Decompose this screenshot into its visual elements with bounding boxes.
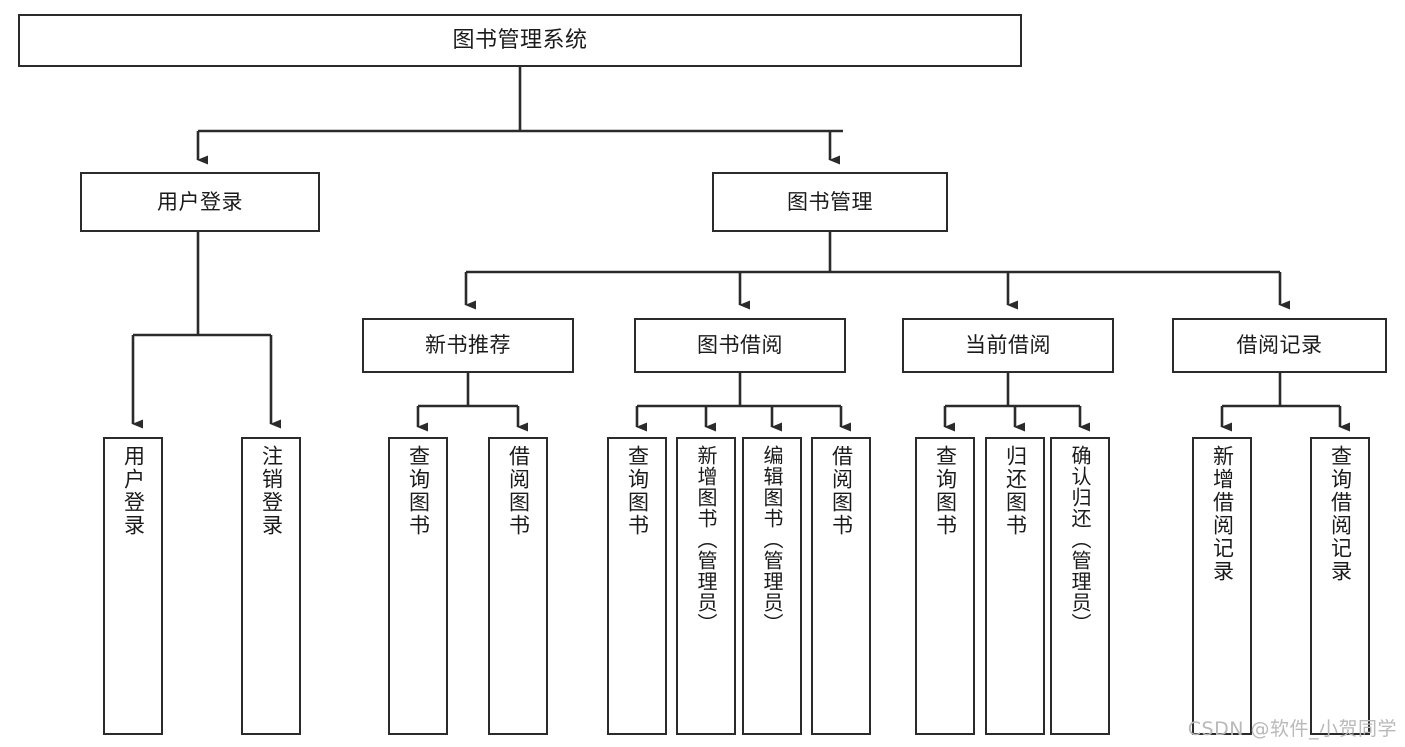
node-root-system[interactable]: 图书管理系统 [18,14,1022,67]
node-current-borrow[interactable]: 当前借阅 [902,318,1114,373]
node-label: 用户登录 [157,189,243,214]
node-label: 借阅记录 [1236,333,1323,358]
node-label: 当前借阅 [965,333,1051,358]
node-user-login[interactable]: 用户登录 [80,172,320,232]
node-label: 查询图书 [406,445,431,537]
leaf-query-book-borrow[interactable]: 查询图书 [607,437,667,735]
node-label: 借阅图书 [506,445,531,537]
leaf-return-book[interactable]: 归还图书 [985,437,1045,735]
node-book-borrow[interactable]: 图书借阅 [634,318,846,373]
node-borrow-record[interactable]: 借阅记录 [1172,318,1387,373]
node-label: 用户登录 [121,445,146,537]
node-label: 查询借阅记录 [1328,445,1353,583]
leaf-logout[interactable]: 注销登录 [241,437,301,735]
node-book-management[interactable]: 图书管理 [712,172,948,232]
node-new-book-recommend[interactable]: 新书推荐 [362,318,574,373]
leaf-query-book-recommend[interactable]: 查询图书 [388,437,448,735]
node-label: 新增借阅记录 [1210,445,1235,583]
node-label: 借阅图书 [829,445,854,537]
node-label: 新增图书（管理员） [694,445,718,634]
leaf-query-book-current[interactable]: 查询图书 [915,437,975,735]
leaf-borrow-book[interactable]: 借阅图书 [811,437,871,735]
leaf-edit-book-admin[interactable]: 编辑图书（管理员） [742,437,802,735]
node-label: 图书管理 [787,189,873,214]
leaf-add-book-admin[interactable]: 新增图书（管理员） [676,437,736,735]
node-label: 确认归还（管理员） [1068,445,1092,634]
node-label: 新书推荐 [425,333,511,358]
watermark-text: CSDN @软件_小贺同学 [1187,718,1397,740]
node-label: 查询图书 [625,445,650,537]
node-label: 编辑图书（管理员） [760,445,784,634]
node-label: 图书借阅 [697,333,783,358]
node-label: 查询图书 [933,445,958,537]
leaf-confirm-return-admin[interactable]: 确认归还（管理员） [1050,437,1110,735]
leaf-query-borrow-record[interactable]: 查询借阅记录 [1310,437,1370,735]
leaf-add-borrow-record[interactable]: 新增借阅记录 [1192,437,1252,735]
node-label: 归还图书 [1003,445,1028,537]
node-label: 注销登录 [259,445,284,537]
leaf-borrow-book-recommend[interactable]: 借阅图书 [488,437,548,735]
node-label: 图书管理系统 [452,27,588,53]
leaf-user-login[interactable]: 用户登录 [103,437,163,735]
